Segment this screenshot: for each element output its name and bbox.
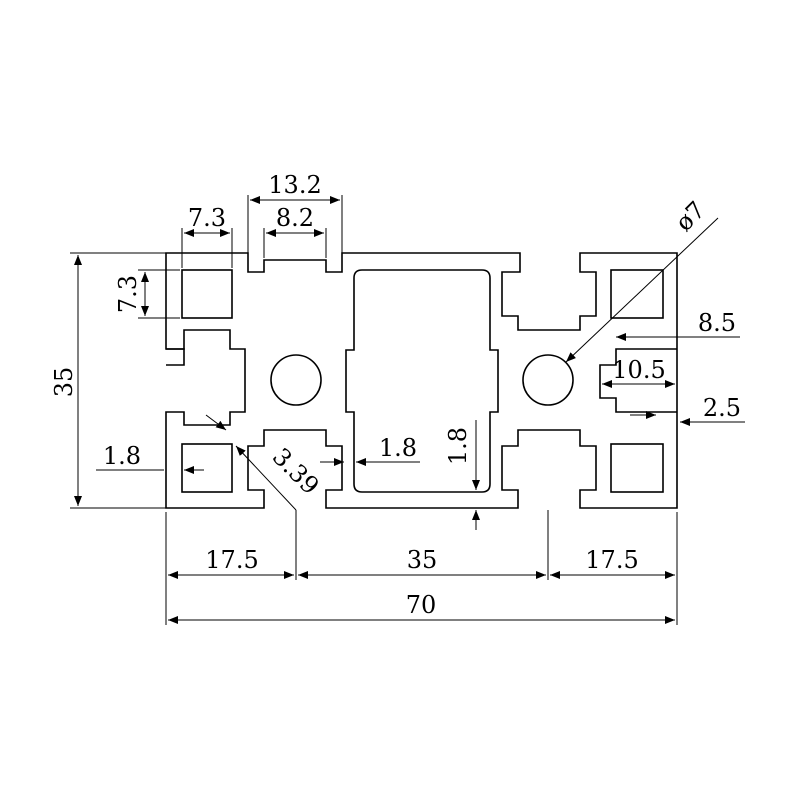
corner-bore-top-right	[610, 269, 664, 319]
label-right-span: 17.5	[585, 546, 638, 574]
center-cavity	[345, 269, 499, 493]
label-slot-depth: 8.5	[698, 309, 736, 337]
label-center-span: 35	[407, 546, 438, 574]
core-hole-left	[270, 354, 322, 406]
label-wall-bottom: 1.8	[444, 427, 472, 465]
corner-bore-top-left	[181, 269, 233, 319]
label-corner-bore-height: 7.3	[114, 275, 142, 313]
label-overall-height: 35	[50, 367, 78, 398]
label-slot-opening: 8.2	[276, 204, 314, 232]
label-wall-center: 1.8	[379, 434, 417, 462]
profile-outline	[165, 252, 678, 509]
label-left-span: 17.5	[205, 546, 258, 574]
label-corner-bore-width: 7.3	[188, 204, 226, 232]
label-overall-width: 70	[406, 591, 437, 619]
dimension-labels: 35 70 17.5 35 17.5 13.2 8.2 7.3 7.3 ø7 8…	[50, 171, 741, 619]
label-lip: 2.5	[703, 394, 741, 422]
dimension-lines	[70, 195, 745, 625]
label-chamfer: 3.39	[267, 443, 325, 501]
label-slot-width: 13.2	[268, 171, 321, 199]
corner-bore-bottom-left	[181, 443, 233, 493]
slot-left	[166, 348, 185, 366]
core-hole-right	[522, 354, 574, 406]
label-slot-inner: 10.5	[612, 356, 665, 384]
label-wall-left: 1.8	[103, 442, 141, 470]
corner-bore-bottom-right	[610, 443, 664, 493]
